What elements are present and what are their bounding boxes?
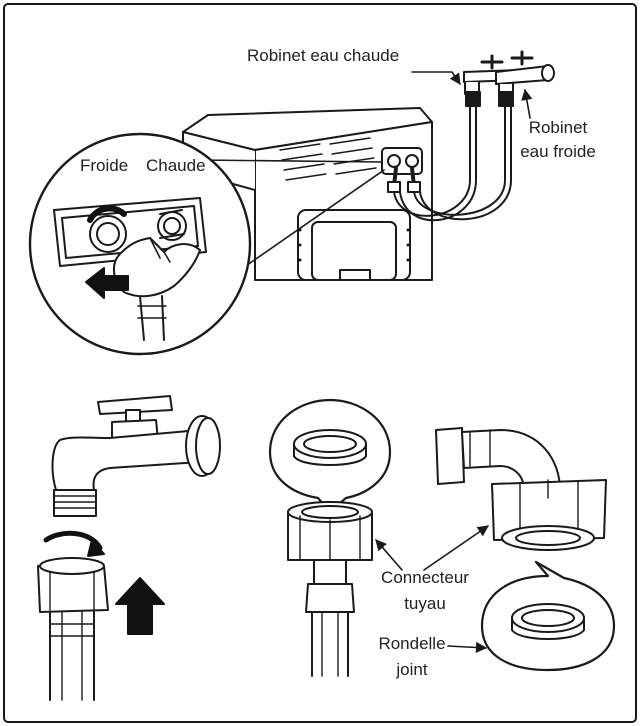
washer-bubble-top bbox=[268, 398, 392, 514]
washer-label-line1: Rondelle bbox=[378, 634, 446, 653]
cold-tap-label-line1: Robinet bbox=[528, 118, 588, 137]
elbow-hose-connector bbox=[435, 427, 607, 551]
connector-leader-right bbox=[423, 525, 489, 571]
faucet-illustration bbox=[37, 395, 221, 701]
wall-taps bbox=[463, 50, 555, 107]
connector-label-line1: Connecteur bbox=[381, 568, 469, 587]
connector-label-line2: tuyau bbox=[404, 594, 446, 613]
hot-label: Chaude bbox=[146, 156, 206, 175]
magnified-valve-inset bbox=[28, 132, 252, 356]
diagram-border bbox=[3, 3, 637, 723]
cold-tap-leader bbox=[521, 88, 533, 119]
hoses-top bbox=[393, 104, 512, 222]
hot-tap-leader bbox=[411, 71, 461, 85]
straight-hose-connector bbox=[287, 501, 373, 677]
magnifier-lines bbox=[197, 159, 385, 271]
washer-leader bbox=[447, 641, 488, 654]
connector-leader-left bbox=[375, 539, 403, 571]
washer-bubble-bottom bbox=[480, 560, 616, 672]
hot-tap-label: Robinet eau chaude bbox=[247, 46, 400, 65]
cold-label: Froide bbox=[80, 156, 129, 175]
washer-label-line2: joint bbox=[396, 660, 428, 679]
cold-tap-label-line2: eau froide bbox=[520, 142, 596, 161]
